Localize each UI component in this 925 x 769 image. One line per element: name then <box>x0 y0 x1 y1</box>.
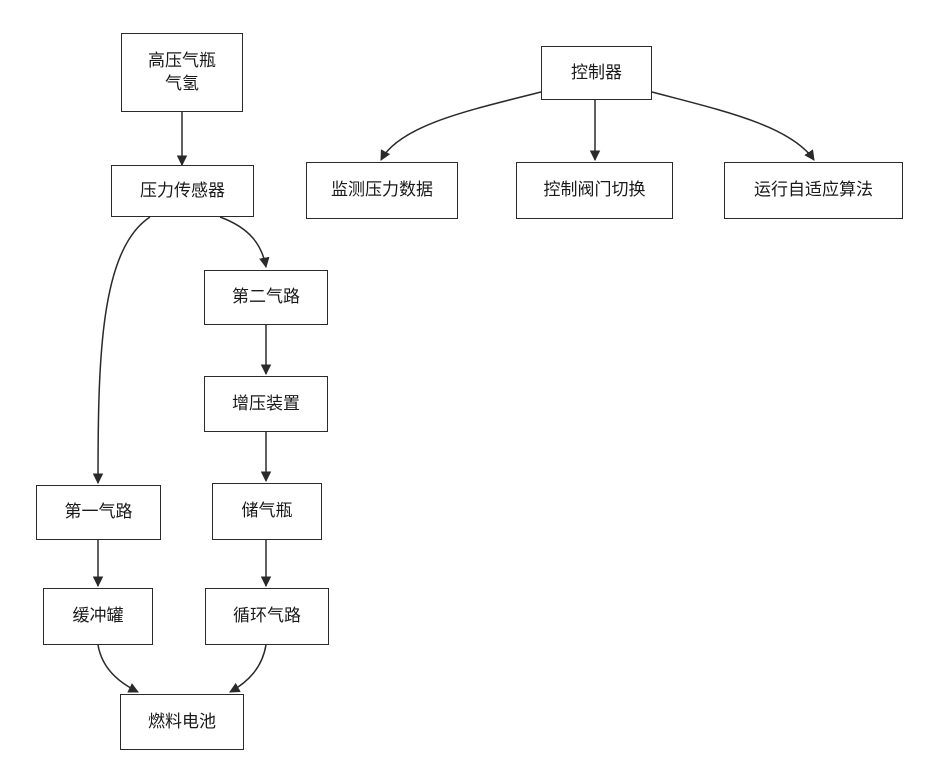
node-controller: 控制器 <box>541 46 652 100</box>
edge-buffer-fuelcell <box>98 645 138 692</box>
node-pressure-sensor: 压力传感器 <box>111 165 254 217</box>
edge-sensor-path1 <box>98 217 150 483</box>
node-gas-storage-cylinder: 储气瓶 <box>212 483 322 540</box>
node-buffer-tank: 缓冲罐 <box>43 588 153 645</box>
node-adaptive-algorithm: 运行自适应算法 <box>724 162 903 219</box>
edge-sensor-path2 <box>220 217 266 267</box>
edge-controller-algorithm <box>652 92 814 160</box>
node-circulation-gas-path: 循环气路 <box>205 588 329 645</box>
node-first-gas-path: 第一气路 <box>36 485 161 540</box>
edge-cycle-fuelcell <box>230 645 266 692</box>
node-monitor-pressure-data: 监测压力数据 <box>306 162 458 219</box>
node-second-gas-path: 第二气路 <box>204 270 328 325</box>
node-booster-device: 增压装置 <box>204 376 328 432</box>
edge-controller-monitor <box>381 92 541 160</box>
node-fuel-cell: 燃料电池 <box>120 694 244 750</box>
node-control-valve-switching: 控制阀门切换 <box>516 162 673 219</box>
node-high-pressure-cylinder: 高压气瓶 气氢 <box>121 33 243 112</box>
